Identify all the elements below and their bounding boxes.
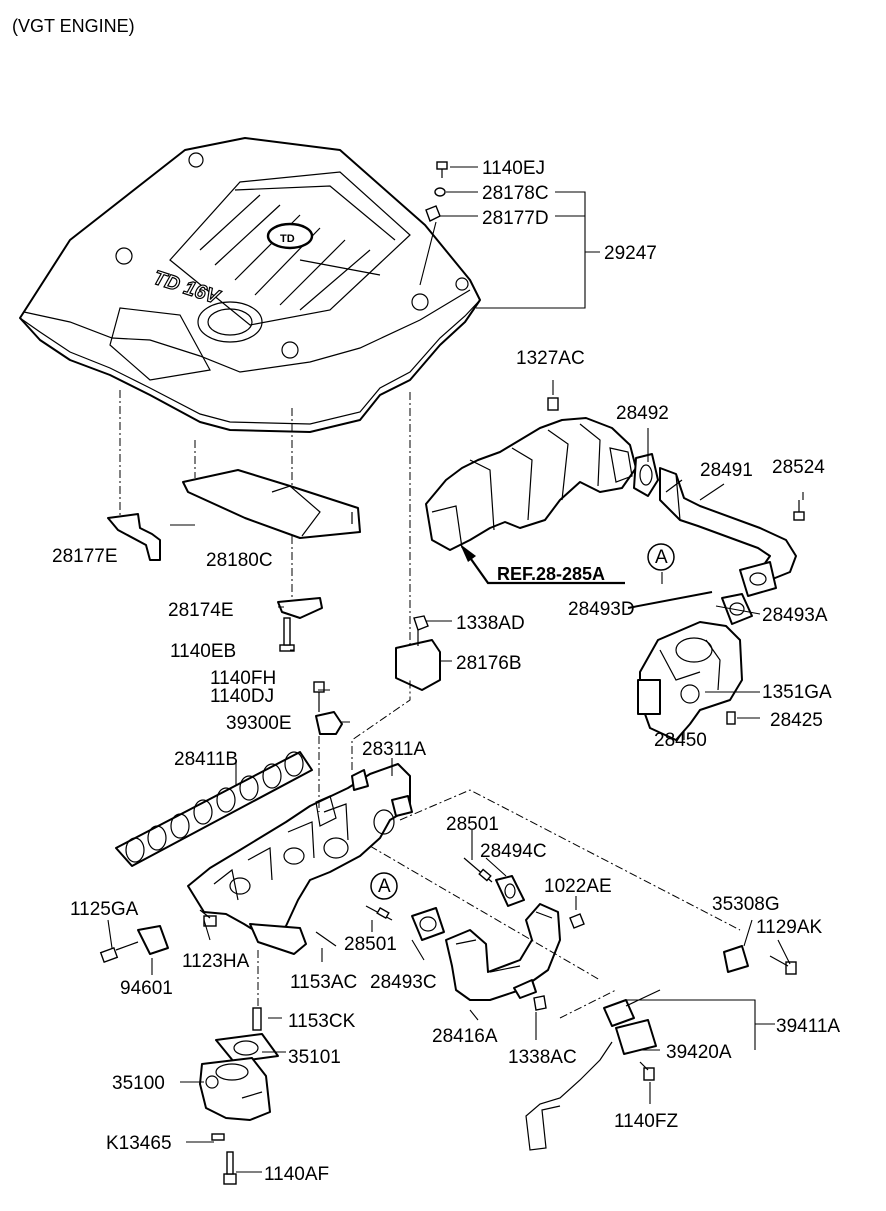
label-28180C: 28180C xyxy=(206,550,273,571)
gasket-28494C xyxy=(495,875,525,907)
gasket-35101 xyxy=(215,1033,279,1063)
label-35100: 35100 xyxy=(112,1073,165,1094)
sensor-39411A xyxy=(603,989,661,1055)
gasket-28493D xyxy=(627,591,713,609)
egr-valve-28450 xyxy=(637,621,743,741)
label-28425: 28425 xyxy=(770,710,823,731)
bolt-1140EB xyxy=(279,617,295,652)
label-1140EJ: 1140EJ xyxy=(482,158,545,179)
label-28501-upper: 28501 xyxy=(446,814,499,835)
label-39420A: 39420A xyxy=(666,1042,732,1063)
diagram-header: (VGT ENGINE) xyxy=(12,16,135,36)
nut-1338AD xyxy=(413,615,429,646)
gasket-28492 xyxy=(633,453,659,497)
nut-1022AE xyxy=(569,913,585,929)
intake-manifold-28311A xyxy=(187,763,413,955)
label-1327AC: 1327AC xyxy=(516,348,585,369)
label-28501-lower: 28501 xyxy=(344,934,397,955)
gasket-28411B xyxy=(115,751,313,867)
label-28493D: 28493D xyxy=(568,599,635,620)
label-28177D: 28177D xyxy=(482,208,549,229)
label-94601: 94601 xyxy=(120,978,173,999)
grommet-28178C xyxy=(434,187,446,197)
circle-a-upper xyxy=(647,543,675,571)
bolt-1129AK xyxy=(769,955,797,975)
gasket-28493A xyxy=(721,593,753,625)
label-39411A: 39411A xyxy=(776,1016,840,1037)
sensor-wire xyxy=(525,1041,613,1151)
cover-bolt-1140EJ xyxy=(436,161,448,178)
circle-a-upper-label: A xyxy=(655,547,668,568)
shield-28180C xyxy=(182,469,361,539)
bolt-28524 xyxy=(793,500,805,521)
bolt-1140FZ xyxy=(639,1061,655,1081)
ref-label: REF.28-285A xyxy=(497,564,605,584)
bolt-28425 xyxy=(726,711,736,725)
label-28493C: 28493C xyxy=(370,972,437,993)
label-28494C: 28494C xyxy=(480,841,547,862)
label-1153CK: 1153CK xyxy=(288,1011,356,1032)
label-1022AE: 1022AE xyxy=(544,876,612,897)
sensor-39300E xyxy=(313,681,343,735)
label-1338AD: 1338AD xyxy=(456,613,525,634)
bracket-35308G xyxy=(723,945,749,973)
label-1153AC: 1153AC xyxy=(290,972,357,993)
label-1140FZ: 1140FZ xyxy=(614,1111,678,1132)
cover-badge: TD xyxy=(280,233,295,245)
label-28492: 28492 xyxy=(616,403,669,424)
label-28493A: 28493A xyxy=(762,605,828,626)
stud-1153AC xyxy=(315,931,337,947)
bolt-1125GA xyxy=(99,941,139,963)
label-1129AK: 1129AK xyxy=(756,917,823,938)
label-28176B: 28176B xyxy=(456,653,522,674)
label-28411B: 28411B xyxy=(174,749,238,770)
nut-1327AC xyxy=(547,397,559,411)
nut-1338AC xyxy=(533,995,547,1011)
label-1338AC: 1338AC xyxy=(508,1047,577,1068)
bracket-28177E xyxy=(107,513,161,561)
label-28450: 28450 xyxy=(654,730,707,751)
label-1125GA: 1125GA xyxy=(70,899,139,920)
label-1140FH: 1140FH xyxy=(210,668,276,689)
label-28416A: 28416A xyxy=(432,1026,498,1047)
label-1140AF: 1140AF xyxy=(264,1164,329,1185)
engine-cover: TD TD 16V xyxy=(19,137,481,433)
exhaust-manifold-ref xyxy=(425,397,637,551)
stud-28501-upper xyxy=(463,857,493,883)
stud-28501-lower xyxy=(365,905,393,921)
throttle-body-35100 xyxy=(199,1057,271,1121)
stud-1153CK xyxy=(252,1007,262,1031)
shield-28176B xyxy=(395,639,441,691)
nut-28177D xyxy=(425,205,441,222)
label-1123HA: 1123HA xyxy=(182,951,250,972)
gasket-28493C xyxy=(411,907,445,941)
label-1140DJ: 1140DJ xyxy=(210,686,274,707)
label-35101: 35101 xyxy=(288,1047,341,1068)
bolt-1140AF xyxy=(223,1151,237,1185)
circle-a-lower-label: A xyxy=(378,876,391,897)
ref-arrow xyxy=(460,544,625,585)
label-1140EB: 1140EB xyxy=(170,641,236,662)
label-28178C: 28178C xyxy=(482,183,549,204)
label-28177E: 28177E xyxy=(52,546,118,567)
bracket-28174E xyxy=(277,597,323,619)
egr-pipe-28416A xyxy=(445,903,561,1001)
label-28491: 28491 xyxy=(700,460,753,481)
label-K13465: K13465 xyxy=(106,1133,172,1154)
egr-pipe-28491 xyxy=(659,467,797,597)
label-1351GA: 1351GA xyxy=(762,682,832,703)
label-28524: 28524 xyxy=(772,457,825,478)
label-39300E: 39300E xyxy=(226,713,292,734)
label-28311A: 28311A xyxy=(362,739,426,760)
bolt-K13465 xyxy=(211,1133,225,1141)
label-35308G: 35308G xyxy=(712,894,780,915)
label-28174E: 28174E xyxy=(168,600,234,621)
circle-a-lower xyxy=(370,872,398,900)
label-29247: 29247 xyxy=(604,243,657,264)
bracket-94601 xyxy=(137,925,169,955)
